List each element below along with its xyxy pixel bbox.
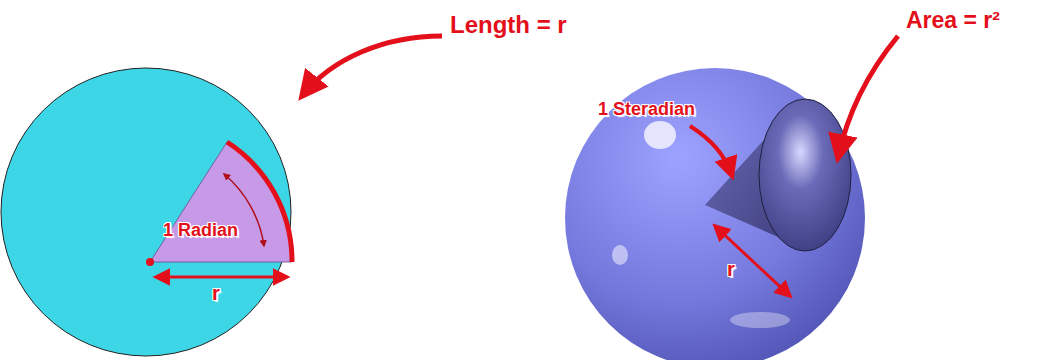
- radius-label: r: [727, 258, 735, 280]
- leader-arrow: [302, 36, 442, 96]
- highlight: [644, 121, 676, 149]
- area-label: Area = r²: [906, 8, 1000, 33]
- radius-arrow: [156, 276, 287, 279]
- cone-base: [759, 99, 851, 251]
- highlight: [612, 245, 628, 265]
- angle-label: 1 Steradian: [598, 100, 695, 120]
- length-label: Length = r: [450, 12, 567, 38]
- sector: [150, 142, 292, 262]
- radius-arrow: [715, 226, 790, 296]
- arc-length: [227, 142, 292, 262]
- sphere: [565, 68, 865, 360]
- radian-figure: [1, 36, 442, 356]
- steradian-figure: [565, 36, 898, 360]
- angle-label: 1 Radian: [163, 221, 238, 241]
- leader-arrow: [838, 36, 898, 158]
- radius-label: r: [212, 282, 220, 304]
- highlight: [730, 312, 790, 328]
- leader-arrow: [690, 126, 732, 176]
- center-dot: [146, 258, 154, 266]
